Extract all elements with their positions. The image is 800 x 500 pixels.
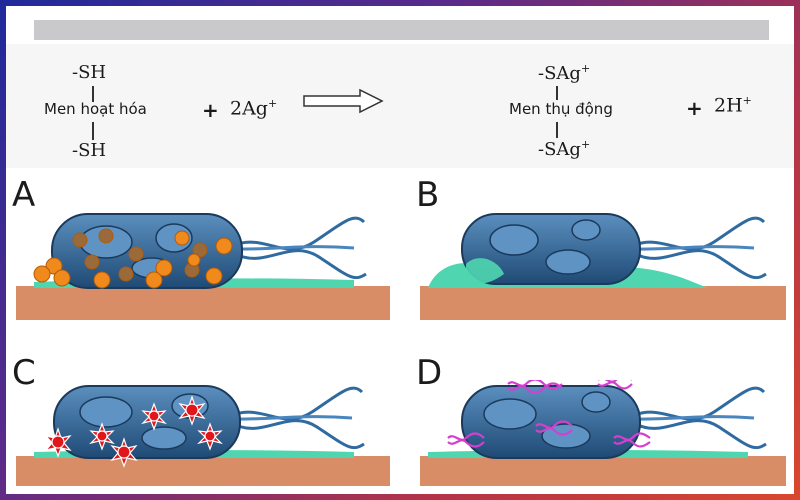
plus-sign-left: + <box>202 98 219 122</box>
hydrogen-ion-product: 2H+ <box>714 94 752 117</box>
panel-label-a: A <box>12 175 36 215</box>
bond-line-top-right <box>556 86 558 100</box>
flagella-icon <box>631 386 767 450</box>
cell-organelles <box>489 219 601 275</box>
surface-substrate <box>420 456 786 486</box>
panel-c-oxidative-stress <box>16 385 390 486</box>
surface-substrate <box>16 456 390 486</box>
panel-d-dna-damage <box>420 380 786 486</box>
sag-group-bottom: -SAg+ <box>538 138 591 160</box>
figure-canvas: -SH Men hoạt hóa -SH + 2Ag+ -SAg+ Men th… <box>6 6 794 494</box>
dna-strand-icons <box>447 380 651 448</box>
sag-group-top: -SAg+ <box>538 62 591 84</box>
flagella-icon <box>231 216 367 280</box>
bond-line-bottom <box>92 122 94 140</box>
flagella-icon <box>229 386 365 450</box>
plus-sign-right: + <box>686 96 703 120</box>
cell-organelles <box>483 391 611 449</box>
panel-label-c: C <box>12 353 36 393</box>
ros-burst-icons <box>44 395 223 468</box>
sh-group-bottom: -SH <box>72 140 107 161</box>
membrane-rupture <box>466 258 504 284</box>
panel-label-b: B <box>416 175 440 215</box>
reaction-arrow-icon <box>303 88 384 114</box>
flagella-icon <box>631 216 767 280</box>
panel-label-d: D <box>416 353 443 393</box>
sh-group-top: -SH <box>72 62 107 83</box>
silver-ion-particles <box>33 228 233 289</box>
surface-substrate <box>420 286 786 320</box>
panel-a-silver-ion-attachment <box>16 213 390 320</box>
surface-substrate <box>16 286 390 320</box>
passive-enzyme-label: Men thụ động <box>509 100 613 118</box>
bond-line-top <box>92 86 94 102</box>
header-bar <box>34 20 769 40</box>
reaction-equation: -SH Men hoạt hóa -SH + 2Ag+ -SAg+ Men th… <box>6 44 794 168</box>
silver-ion-reagent: 2Ag+ <box>230 97 278 120</box>
bond-line-bottom-right <box>556 122 558 138</box>
panel-b-membrane-damage <box>420 213 786 320</box>
active-enzyme-label: Men hoạt hóa <box>44 100 147 118</box>
